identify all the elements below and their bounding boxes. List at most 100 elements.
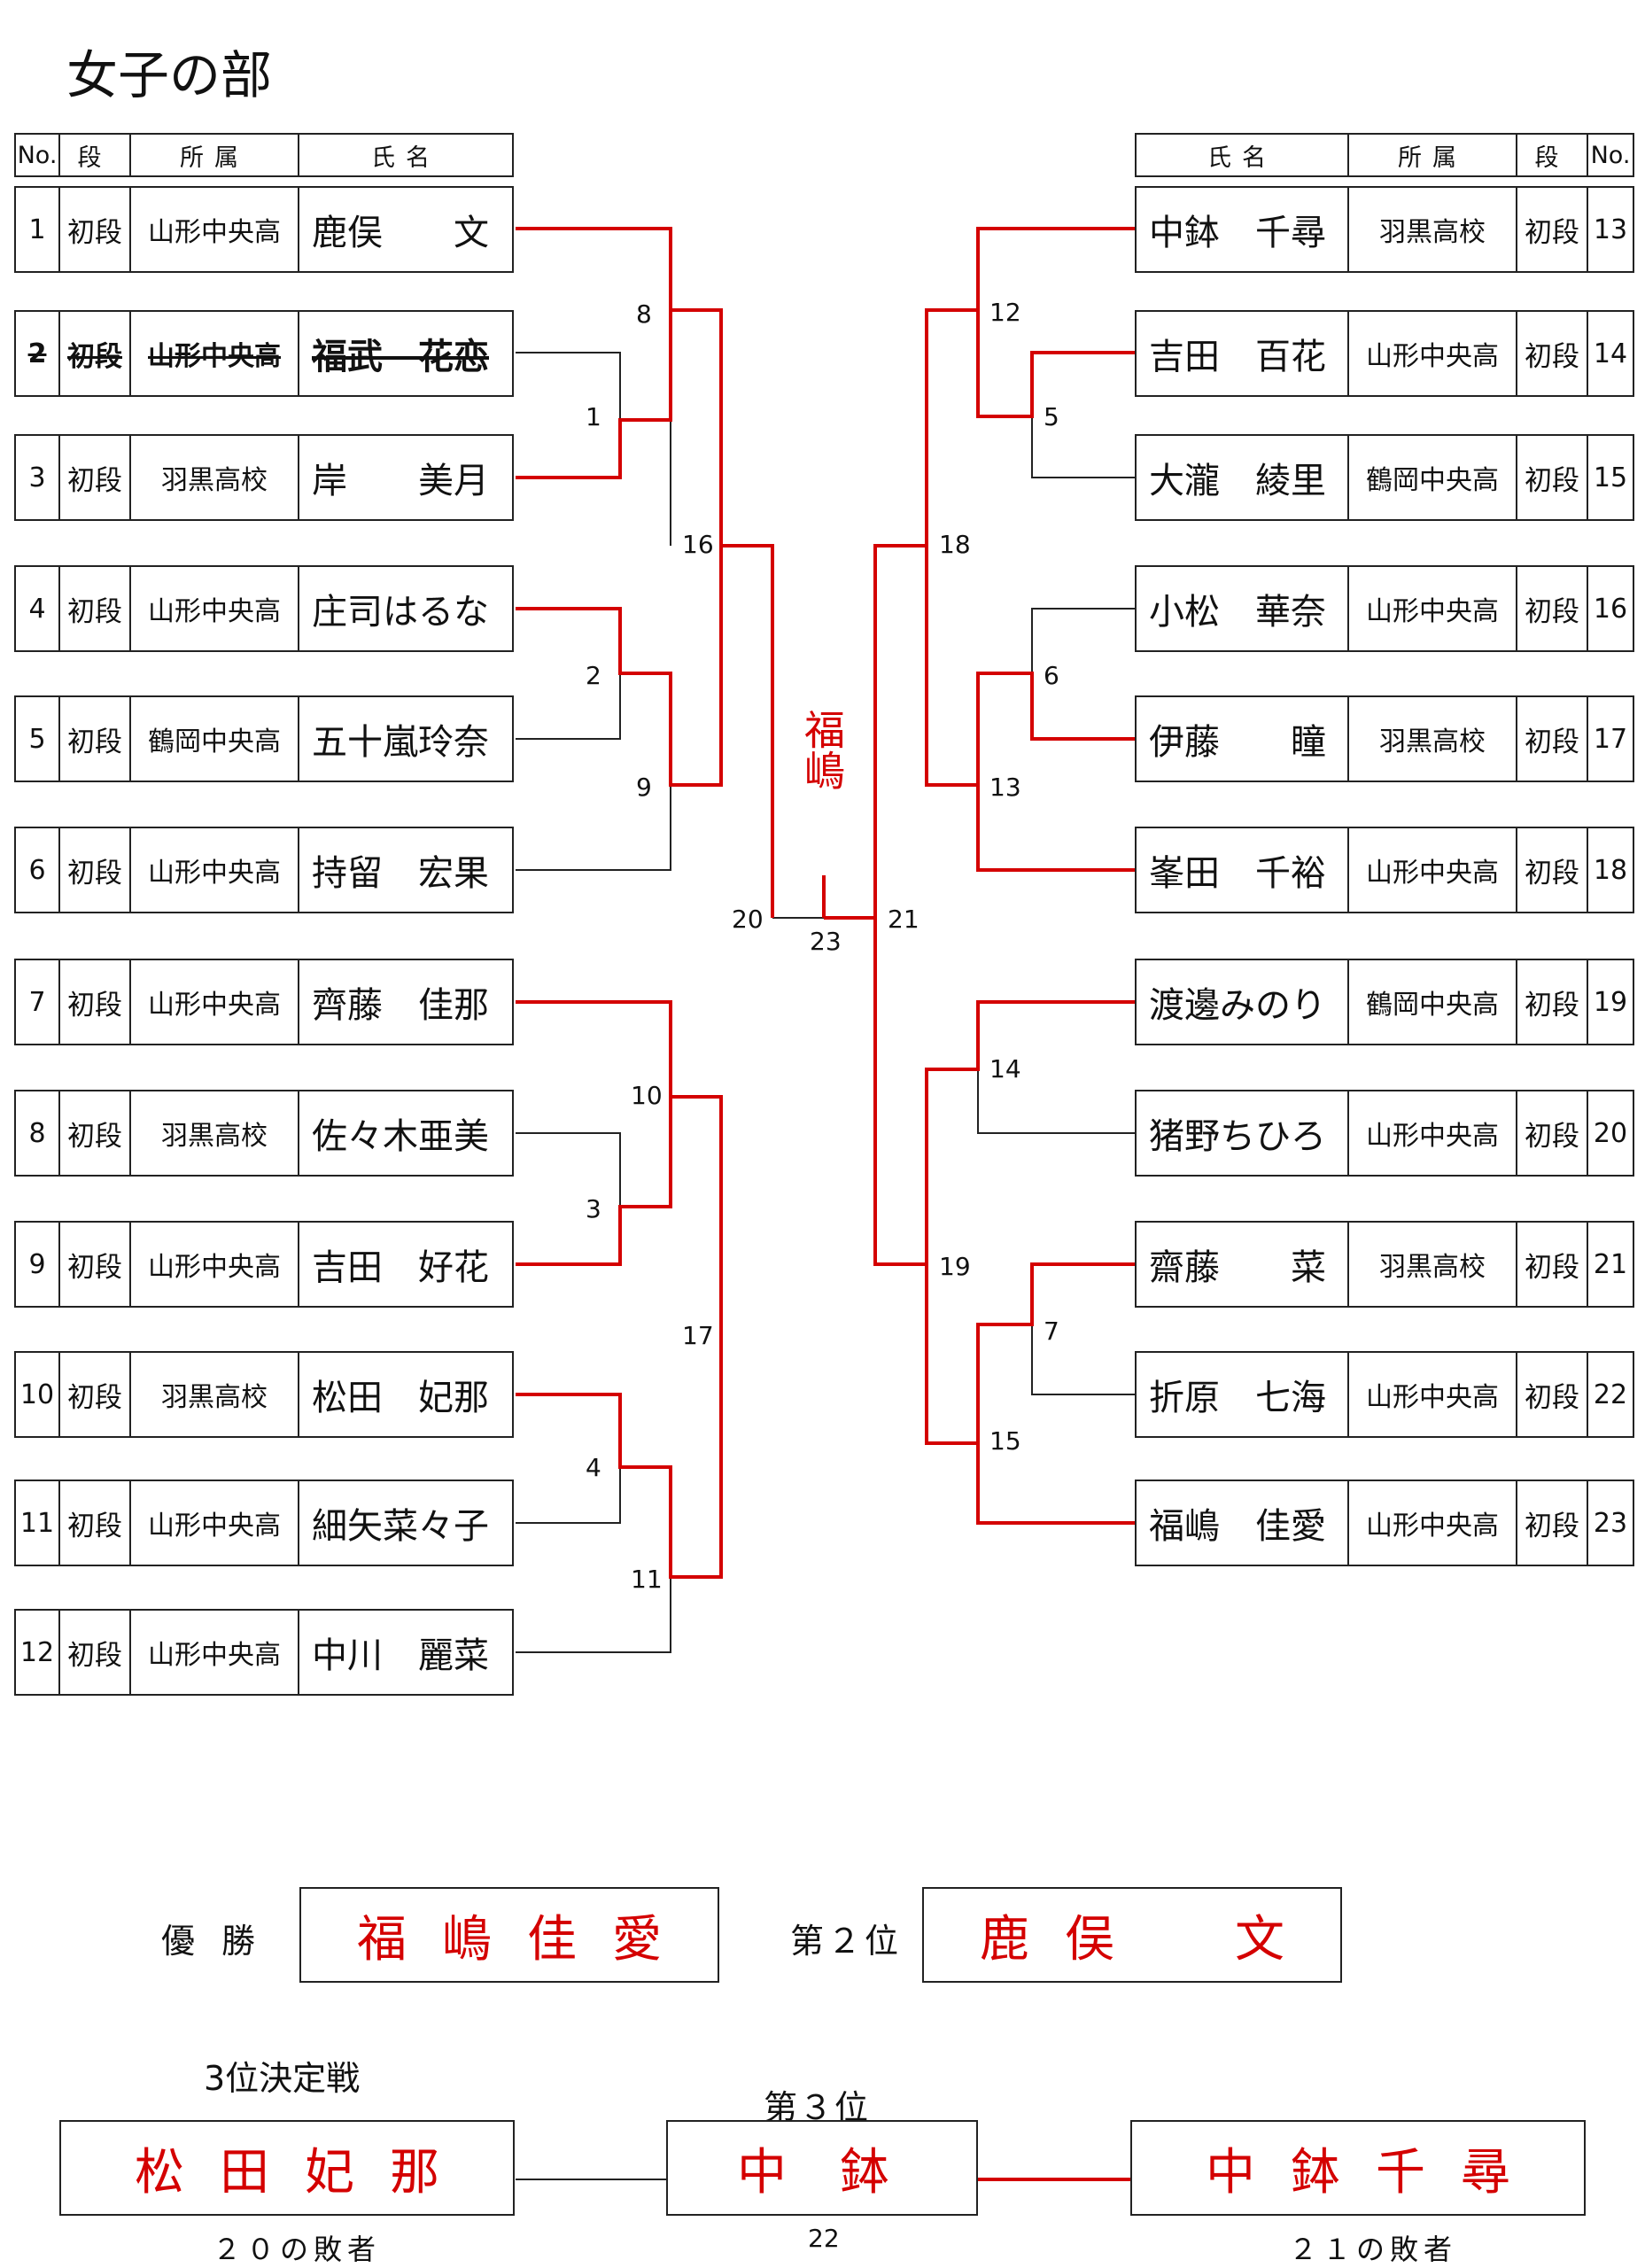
player-row-withdrawn: 2 初段 山形中央高 福武 花恋 (14, 310, 514, 397)
player-affiliation: 山形中央高 (1349, 567, 1517, 650)
player-name: 齊藤 佳那 (312, 985, 489, 1026)
player-no: 21 (1593, 1248, 1628, 1280)
match-number: 23 (810, 927, 842, 956)
match-number: 3 (586, 1194, 601, 1223)
player-affiliation: 山形中央高 (131, 1223, 299, 1306)
player-name: 小松 華奈 (1137, 567, 1349, 650)
player-name: 鹿俣 文 (312, 213, 489, 253)
player-affiliation: 山形中央高 (1349, 1481, 1517, 1565)
third-place-box: 中鉢 (666, 2120, 978, 2216)
player-no: 3 (16, 436, 60, 519)
player-dan: 初段 (1517, 960, 1588, 1044)
player-no: 20 (1593, 1117, 1628, 1149)
player-row: 伊藤 瞳 羽黒高校 初段 17 (1135, 695, 1634, 782)
player-no: 15 (1593, 462, 1628, 493)
player-name: 五十嵐玲奈 (312, 722, 489, 763)
player-no: 18 (1593, 854, 1628, 886)
match-number: 6 (1044, 661, 1059, 690)
player-dan: 初段 (60, 312, 131, 395)
match-number: 12 (989, 298, 1021, 327)
player-affiliation: 山形中央高 (131, 960, 299, 1044)
player-row: 中鉢 千尋 羽黒高校 初段 13 (1135, 186, 1634, 273)
player-name: 持留 宏果 (312, 853, 489, 894)
player-name: 中川 麗菜 (312, 1635, 489, 1676)
player-affiliation: 山形中央高 (131, 567, 299, 650)
page-title: 女子の部 (66, 45, 273, 105)
player-name: 細矢菜々子 (312, 1506, 489, 1547)
winner-line (516, 310, 672, 479)
match-number: 9 (636, 773, 652, 802)
bracket-line (516, 352, 621, 420)
player-name: 猪野ちひろ (1137, 1091, 1349, 1175)
player-row: 猪野ちひろ 山形中央高 初段 20 (1135, 1090, 1634, 1177)
bracket-line (516, 673, 621, 740)
header-affiliation: 所属 (1349, 135, 1517, 175)
player-name: 中鉢 千尋 (1137, 188, 1349, 271)
player-row: 8 初段 羽黒高校 佐々木亜美 (14, 1090, 514, 1177)
header-no: No. (1590, 141, 1631, 169)
player-no: 9 (16, 1223, 60, 1306)
player-name: 福嶋 佳愛 (1137, 1481, 1349, 1565)
player-row: 3 初段 羽黒高校 岸 美月 (14, 434, 514, 521)
match-number: 17 (682, 1321, 714, 1350)
bracket-line (516, 1132, 621, 1207)
match-number: 19 (939, 1252, 971, 1281)
player-no: 19 (1593, 986, 1628, 1018)
player-dan: 初段 (60, 188, 131, 271)
player-no: 5 (16, 697, 60, 781)
player-dan: 初段 (1517, 1353, 1588, 1436)
player-dan: 初段 (1517, 1091, 1588, 1175)
match-number: 8 (636, 299, 652, 329)
player-no: 7 (16, 960, 60, 1044)
bracket-line (1031, 1324, 1135, 1395)
player-no: 16 (1593, 593, 1628, 625)
match-number: 11 (631, 1565, 663, 1594)
player-name: 大瀧 綾里 (1137, 436, 1349, 519)
player-row: 6 初段 山形中央高 持留 宏果 (14, 827, 514, 913)
player-name: 佐々木亜美 (312, 1116, 489, 1157)
player-dan: 初段 (1517, 567, 1588, 650)
match-number: 15 (989, 1426, 1021, 1456)
header-no: No. (16, 135, 60, 175)
bracket-line (516, 785, 671, 871)
winner-line (516, 1324, 723, 1579)
player-dan: 初段 (60, 828, 131, 912)
player-name: 福武 花恋 (312, 337, 489, 377)
match-number: 13 (989, 773, 1021, 802)
player-no: 14 (1593, 338, 1628, 369)
player-name: 伊藤 瞳 (1137, 697, 1349, 781)
player-no: 1 (16, 188, 60, 271)
player-affiliation: 羽黒高校 (131, 1091, 299, 1175)
player-dan: 初段 (1517, 312, 1588, 395)
player-name: 庄司はるな (312, 592, 489, 633)
player-affiliation: 羽黒高校 (1349, 1223, 1517, 1306)
player-name: 吉田 百花 (1137, 312, 1349, 395)
bracket-line (1031, 416, 1135, 478)
player-dan: 初段 (60, 960, 131, 1044)
final-winner-vertical: 福嶋 (798, 709, 846, 790)
player-dan: 初段 (1517, 1223, 1588, 1306)
player-affiliation: 山形中央高 (131, 312, 299, 395)
player-affiliation: 山形中央高 (1349, 828, 1517, 912)
header-dan: 段 (60, 135, 131, 175)
header-dan: 段 (1517, 135, 1588, 175)
player-affiliation: 山形中央高 (1349, 312, 1517, 395)
player-no: 6 (16, 828, 60, 912)
bracket-line (516, 1577, 671, 1653)
match-number: 5 (1044, 402, 1059, 431)
winner-line (516, 227, 774, 918)
player-no: 23 (1593, 1507, 1628, 1539)
match-number: 2 (586, 661, 601, 690)
player-row: 吉田 百花 山形中央高 初段 14 (1135, 310, 1634, 397)
player-no: 13 (1593, 214, 1628, 245)
player-row: 11 初段 山形中央高 細矢菜々子 (14, 1480, 514, 1566)
player-row: 峯田 千裕 山形中央高 初段 18 (1135, 827, 1634, 913)
match-number: 20 (732, 905, 764, 934)
match-number: 14 (989, 1054, 1021, 1084)
match-number: 21 (888, 905, 919, 934)
player-affiliation: 山形中央高 (131, 828, 299, 912)
player-dan: 初段 (60, 567, 131, 650)
champion-box: 福嶋佳愛 (299, 1887, 719, 1983)
player-affiliation: 鶴岡中央高 (131, 697, 299, 781)
player-row: 1 初段 山形中央高 鹿俣 文 (14, 186, 514, 273)
